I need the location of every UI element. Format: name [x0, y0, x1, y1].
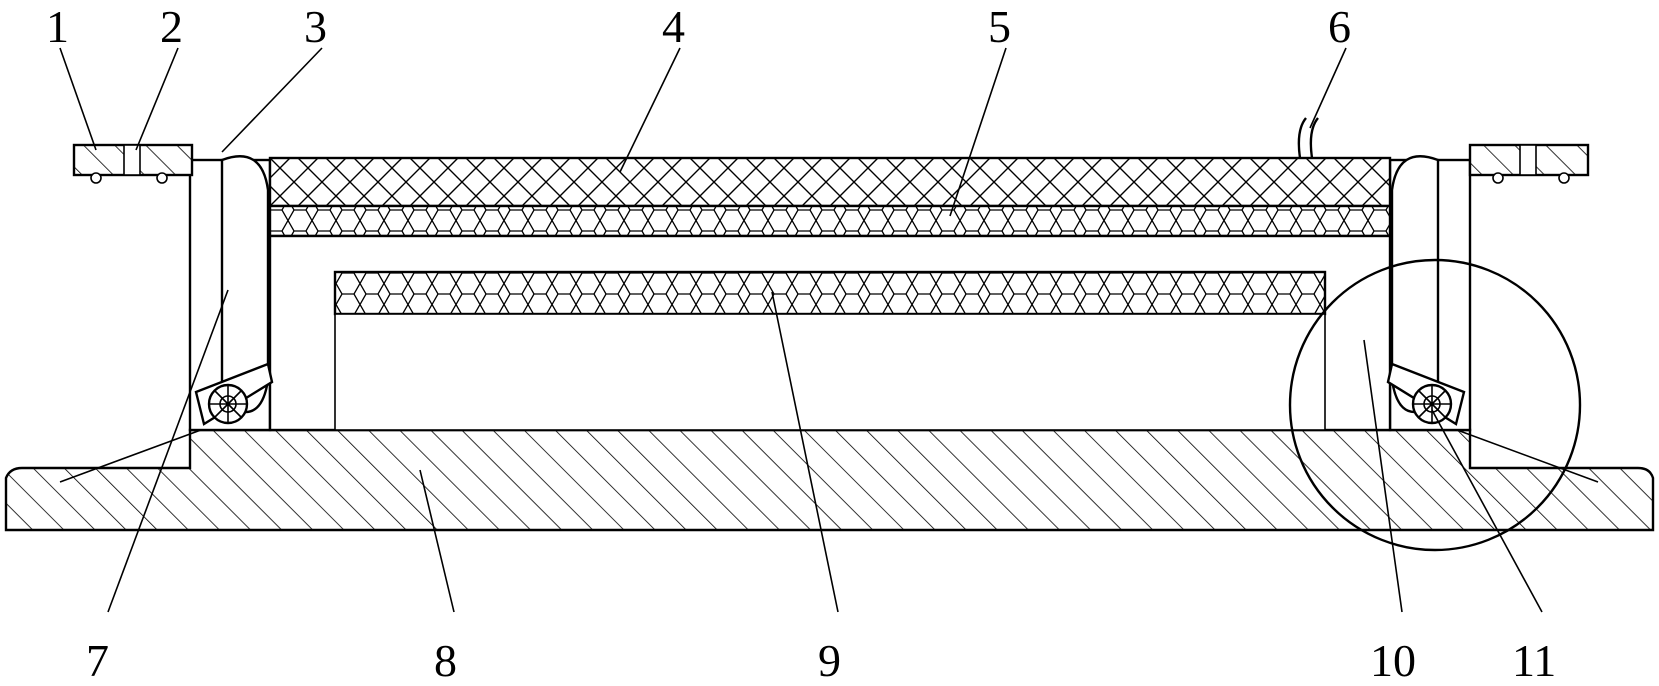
left-roller-spokes: [210, 386, 246, 422]
callout-11: 11: [1512, 635, 1556, 686]
cable-hook: [1297, 117, 1319, 159]
callout-10: 10: [1370, 635, 1416, 686]
callout-1: 1: [46, 1, 69, 52]
leader-lines: [59, 47, 1543, 613]
callout-3: 3: [304, 1, 327, 52]
callout-2: 2: [160, 1, 183, 52]
mid-support-block: [334, 313, 1326, 431]
callout-5: 5: [988, 1, 1011, 52]
callout-6: 6: [1328, 1, 1351, 52]
right-flange-hole: [1519, 144, 1537, 176]
left-flange-hole: [123, 144, 141, 176]
right-bump-2: [1558, 172, 1570, 184]
left-bump-2: [156, 172, 168, 184]
callout-4: 4: [662, 1, 685, 52]
callout-9: 9: [818, 635, 841, 686]
base-plate: [4, 428, 1655, 532]
mid-honeycomb-layer: [333, 270, 1327, 316]
right-roller-spokes: [1414, 386, 1450, 422]
left-bump-1: [90, 172, 102, 184]
callout-8: 8: [434, 635, 457, 686]
top-layer-honeycomb: [268, 204, 1392, 238]
callout-7: 7: [86, 635, 109, 686]
detail-circle: [1288, 258, 1582, 552]
right-bump-1: [1492, 172, 1504, 184]
top-layer-cross: [268, 156, 1392, 208]
